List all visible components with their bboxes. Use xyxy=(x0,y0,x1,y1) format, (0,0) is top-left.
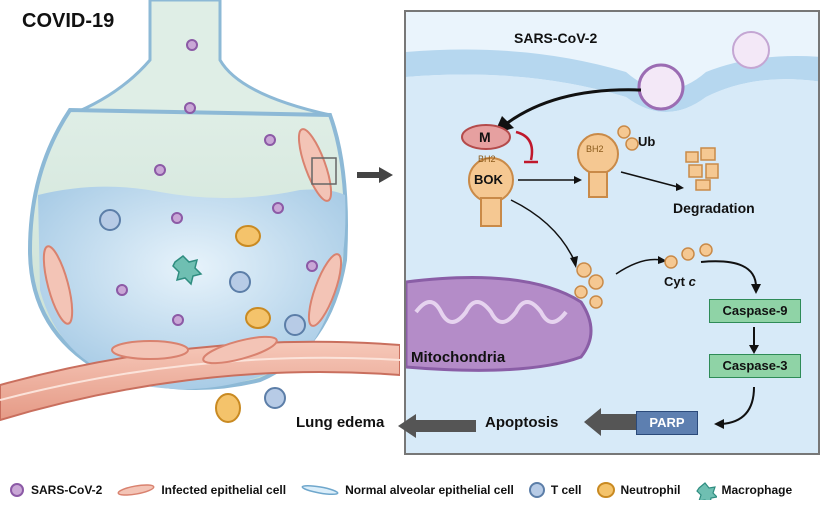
legend-item: SARS-CoV-2 xyxy=(8,481,102,499)
cyt-c-label: Cyt c xyxy=(664,274,696,289)
ub-label: Ub xyxy=(638,134,656,149)
legend-item: Macrophage xyxy=(695,480,792,500)
legend-item: Normal alveolar epithelial cell xyxy=(300,483,514,497)
bh2-label: BH2 xyxy=(478,154,496,164)
caspase-9-box: Caspase-9 xyxy=(709,299,801,323)
mitochondria-label: Mitochondria xyxy=(411,349,506,366)
parp-box: PARP xyxy=(636,411,698,435)
legend-item: T cell xyxy=(528,481,582,499)
macrophage-icon xyxy=(695,482,717,500)
t-cell-icon xyxy=(528,482,545,498)
mechanism-panel: SARS-CoV-2 M BH2 BOK BH2 Ub Degradation … xyxy=(404,10,820,455)
lung-edema-label: Lung edema xyxy=(296,414,385,431)
apoptosis-label: Apoptosis xyxy=(485,414,559,431)
caspase-3-box: Caspase-3 xyxy=(709,354,801,378)
alveolus-illustration xyxy=(0,0,400,423)
neutrophil-icon xyxy=(596,482,615,498)
degradation-label: Degradation xyxy=(673,200,755,216)
sars-cov-2-icon xyxy=(10,483,24,497)
bok-label: BOK xyxy=(474,172,503,187)
panel-background xyxy=(406,31,818,453)
virus-label: SARS-CoV-2 xyxy=(514,30,598,46)
edema-arrow xyxy=(398,414,476,438)
infected-epithelial-cell-icon xyxy=(117,484,155,496)
normal-alveolar-epithelial-cell-icon xyxy=(301,484,339,496)
legend: SARS-CoV-2 Infected epithelial cell Norm… xyxy=(8,475,823,505)
m-protein-label: M xyxy=(479,129,491,145)
legend-item: Infected epithelial cell xyxy=(116,483,286,497)
diagram-title: COVID-19 xyxy=(22,10,115,32)
legend-item: Neutrophil xyxy=(596,481,681,499)
zoom-arrow xyxy=(357,167,393,183)
bh2-label-ub: BH2 xyxy=(586,144,604,154)
